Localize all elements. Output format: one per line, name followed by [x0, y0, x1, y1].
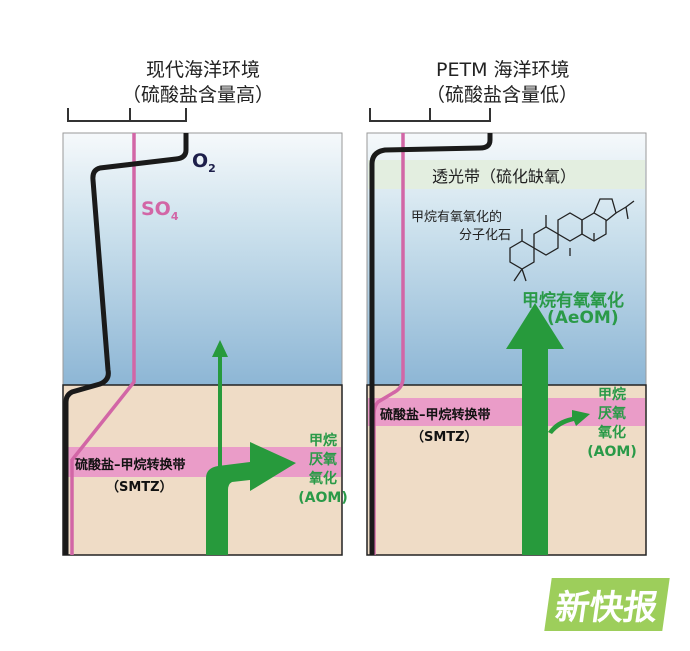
fossil-label-line2: 分子化石 — [459, 228, 512, 243]
so4-label: SO4 — [141, 198, 179, 223]
left-aom-label: 甲烷 厌氧 氧化 (AOM) — [298, 432, 348, 508]
left-water — [62, 132, 343, 386]
so4-subscript: 4 — [170, 209, 179, 223]
aom-line: 氧化 — [309, 471, 337, 487]
aom-line: 甲烷 — [598, 387, 626, 403]
aom-line: (AOM) — [587, 444, 637, 460]
hopanoid-molecule-icon — [509, 198, 635, 282]
right-photic-band — [368, 160, 645, 189]
aom-line: 氧化 — [598, 425, 626, 441]
right-scale-bracket — [369, 108, 491, 122]
right-title-line1: PETM 海洋环境 — [436, 59, 570, 81]
right-panel — [366, 132, 647, 556]
so4-text: SO — [141, 198, 171, 220]
fossil-label-line1: 甲烷有氧氧化的 — [411, 210, 503, 225]
left-panel — [62, 132, 343, 556]
right-smtz-label: 硫酸盐–甲烷转换带 — [380, 408, 491, 423]
left-smtz-label: 硫酸盐–甲烷转换带 — [75, 458, 186, 473]
aom-line: 厌氧 — [309, 452, 337, 468]
left-title-line2: （硫酸盐含量高） — [122, 84, 275, 106]
o2-text: O — [192, 150, 209, 172]
left-title-line1: 现代海洋环境 — [146, 59, 261, 81]
left-so4-line — [70, 133, 136, 555]
aeom-label: 甲烷有氧氧化 — [522, 291, 624, 311]
right-title-line2: （硫酸盐含量低） — [426, 84, 579, 106]
right-aom-label: 甲烷 厌氧 氧化 (AOM) — [587, 386, 637, 462]
left-smtz-band — [64, 447, 341, 477]
right-smtz-band — [368, 398, 645, 426]
right-o2-line — [369, 133, 493, 555]
o2-subscript: 2 — [208, 161, 216, 175]
aom-line: 厌氧 — [598, 406, 626, 422]
left-scale-bracket — [67, 108, 187, 122]
right-aom-small-arrow — [548, 410, 590, 434]
left-small-up-arrow — [212, 340, 228, 475]
aeom-abbr: (AeOM) — [547, 308, 619, 328]
aom-line: (AOM) — [298, 490, 348, 506]
o2-label: O2 — [192, 150, 216, 175]
left-o2-line — [63, 133, 189, 555]
right-smtz-abbr: （SMTZ） — [411, 430, 478, 445]
photic-zone-label: 透光带（硫化缺氧） — [432, 167, 577, 186]
left-aom-bent-arrow — [206, 442, 296, 555]
left-smtz-abbr: （SMTZ） — [106, 480, 173, 495]
aom-line: 甲烷 — [309, 433, 337, 449]
watermark-logo: 新快报 — [544, 578, 670, 631]
right-aeom-big-arrow — [506, 303, 564, 555]
